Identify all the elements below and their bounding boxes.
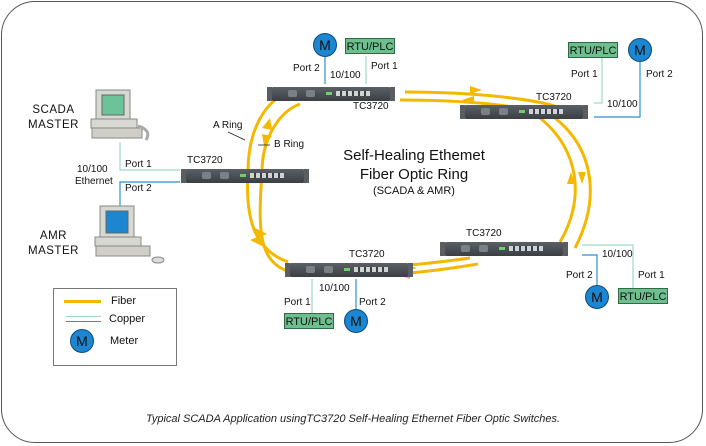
- top-port2-label: Port 2: [293, 63, 320, 74]
- bottom-port2-label: Port 2: [359, 297, 386, 308]
- b-ring-label: B Ring: [274, 139, 305, 150]
- fiber-arrow: [567, 172, 575, 184]
- scada-master-label: SCADA MASTER: [28, 103, 79, 133]
- top-port1-label: Port 1: [371, 61, 398, 72]
- scada-computer-icon: [90, 89, 150, 141]
- ring-label-leader-a: [227, 131, 246, 141]
- legend-copper-swatch-1: [66, 316, 101, 317]
- fiber-arrow: [470, 86, 482, 94]
- lower-right-port1-label: Port 1: [638, 270, 665, 281]
- top-switch: [267, 87, 395, 101]
- top-rtu-plc: RTU/PLC: [345, 38, 395, 54]
- fiber-b-ring: [258, 98, 592, 277]
- bottom-switch-label: TC3720: [349, 249, 385, 260]
- upper-right-meter: M: [628, 38, 652, 62]
- upper-right-switch-label: TC3720: [536, 92, 572, 103]
- fiber-arrow: [462, 96, 474, 104]
- fiber-arrow: [250, 236, 262, 246]
- upper-right-rtu-plc: RTU/PLC: [568, 42, 618, 58]
- title-line-2: Fiber Optic Ring: [359, 166, 469, 183]
- fiber-arrow: [578, 172, 586, 184]
- bottom-rtu-plc: RTU/PLC: [284, 313, 334, 329]
- lower-right-meter: M: [585, 285, 609, 309]
- fiber-arrow: [262, 118, 272, 130]
- legend-fiber-swatch: [64, 300, 101, 303]
- upper-right-switch: [460, 105, 588, 119]
- fiber-arrow: [255, 228, 267, 238]
- copper-line-lr-rtu: [582, 244, 634, 288]
- copper-line-lr-meter: [582, 254, 598, 286]
- scada-label-line1: SCADA: [32, 104, 75, 116]
- top-speed-label: 10/100: [330, 70, 361, 81]
- top-meter: M: [313, 33, 337, 57]
- master-port2-label: Port 2: [125, 183, 152, 194]
- master-link-speed: 10/100: [77, 164, 108, 175]
- caption: Typical SCADA Application usingTC3720 Se…: [145, 413, 561, 425]
- legend-copper-label: Copper: [109, 313, 146, 325]
- lower-right-port2-label: Port 2: [566, 270, 593, 281]
- lower-right-switch: [440, 242, 568, 256]
- lower-right-speed-label: 10/100: [602, 249, 633, 260]
- title-line-3: (SCADA & AMR): [373, 185, 455, 197]
- lower-right-rtu-plc: RTU/PLC: [618, 288, 668, 304]
- upper-right-port2-label: Port 2: [646, 69, 673, 80]
- legend-meter-symbol: M: [70, 329, 94, 353]
- legend-copper-swatch-2: [66, 321, 101, 322]
- copper-line-ur-meter: [594, 58, 641, 118]
- bottom-meter: M: [344, 309, 368, 333]
- legend-fiber-label: Fiber: [111, 295, 137, 307]
- amr-label-line2: MASTER: [28, 245, 79, 257]
- copper-line-scada: [119, 142, 180, 171]
- left-switch: [181, 169, 309, 183]
- fiber-a-ring: [246, 90, 577, 270]
- legend: Fiber Copper M Meter: [53, 288, 177, 366]
- upper-right-speed-label: 10/100: [607, 99, 638, 110]
- amr-master-label: AMR MASTER: [28, 229, 79, 259]
- master-port1-label: Port 1: [125, 159, 152, 170]
- scada-label-line2: MASTER: [28, 119, 79, 131]
- fiber-arrow: [262, 134, 272, 146]
- legend-meter-label: Meter: [110, 335, 139, 347]
- upper-right-port1-label: Port 1: [571, 69, 598, 80]
- title-line-1: Self-Healing Ethemet: [343, 147, 485, 164]
- bottom-switch: [285, 263, 413, 277]
- lower-right-switch-label: TC3720: [466, 228, 502, 239]
- diagram-title: Self-Healing Ethemet Fiber Optic Ring (S…: [314, 146, 514, 198]
- bottom-speed-label: 10/100: [319, 283, 350, 294]
- copper-line-amr: [119, 181, 180, 206]
- top-switch-label: TC3720: [353, 101, 389, 112]
- left-switch-label: TC3720: [187, 155, 223, 166]
- copper-line-ur-rtu: [594, 58, 603, 104]
- amr-label-line1: AMR: [39, 230, 67, 242]
- amr-computer-icon: [94, 205, 165, 264]
- bottom-port1-label: Port 1: [284, 297, 311, 308]
- a-ring-label: A Ring: [213, 120, 243, 131]
- master-link-type: Ethernet: [75, 176, 113, 187]
